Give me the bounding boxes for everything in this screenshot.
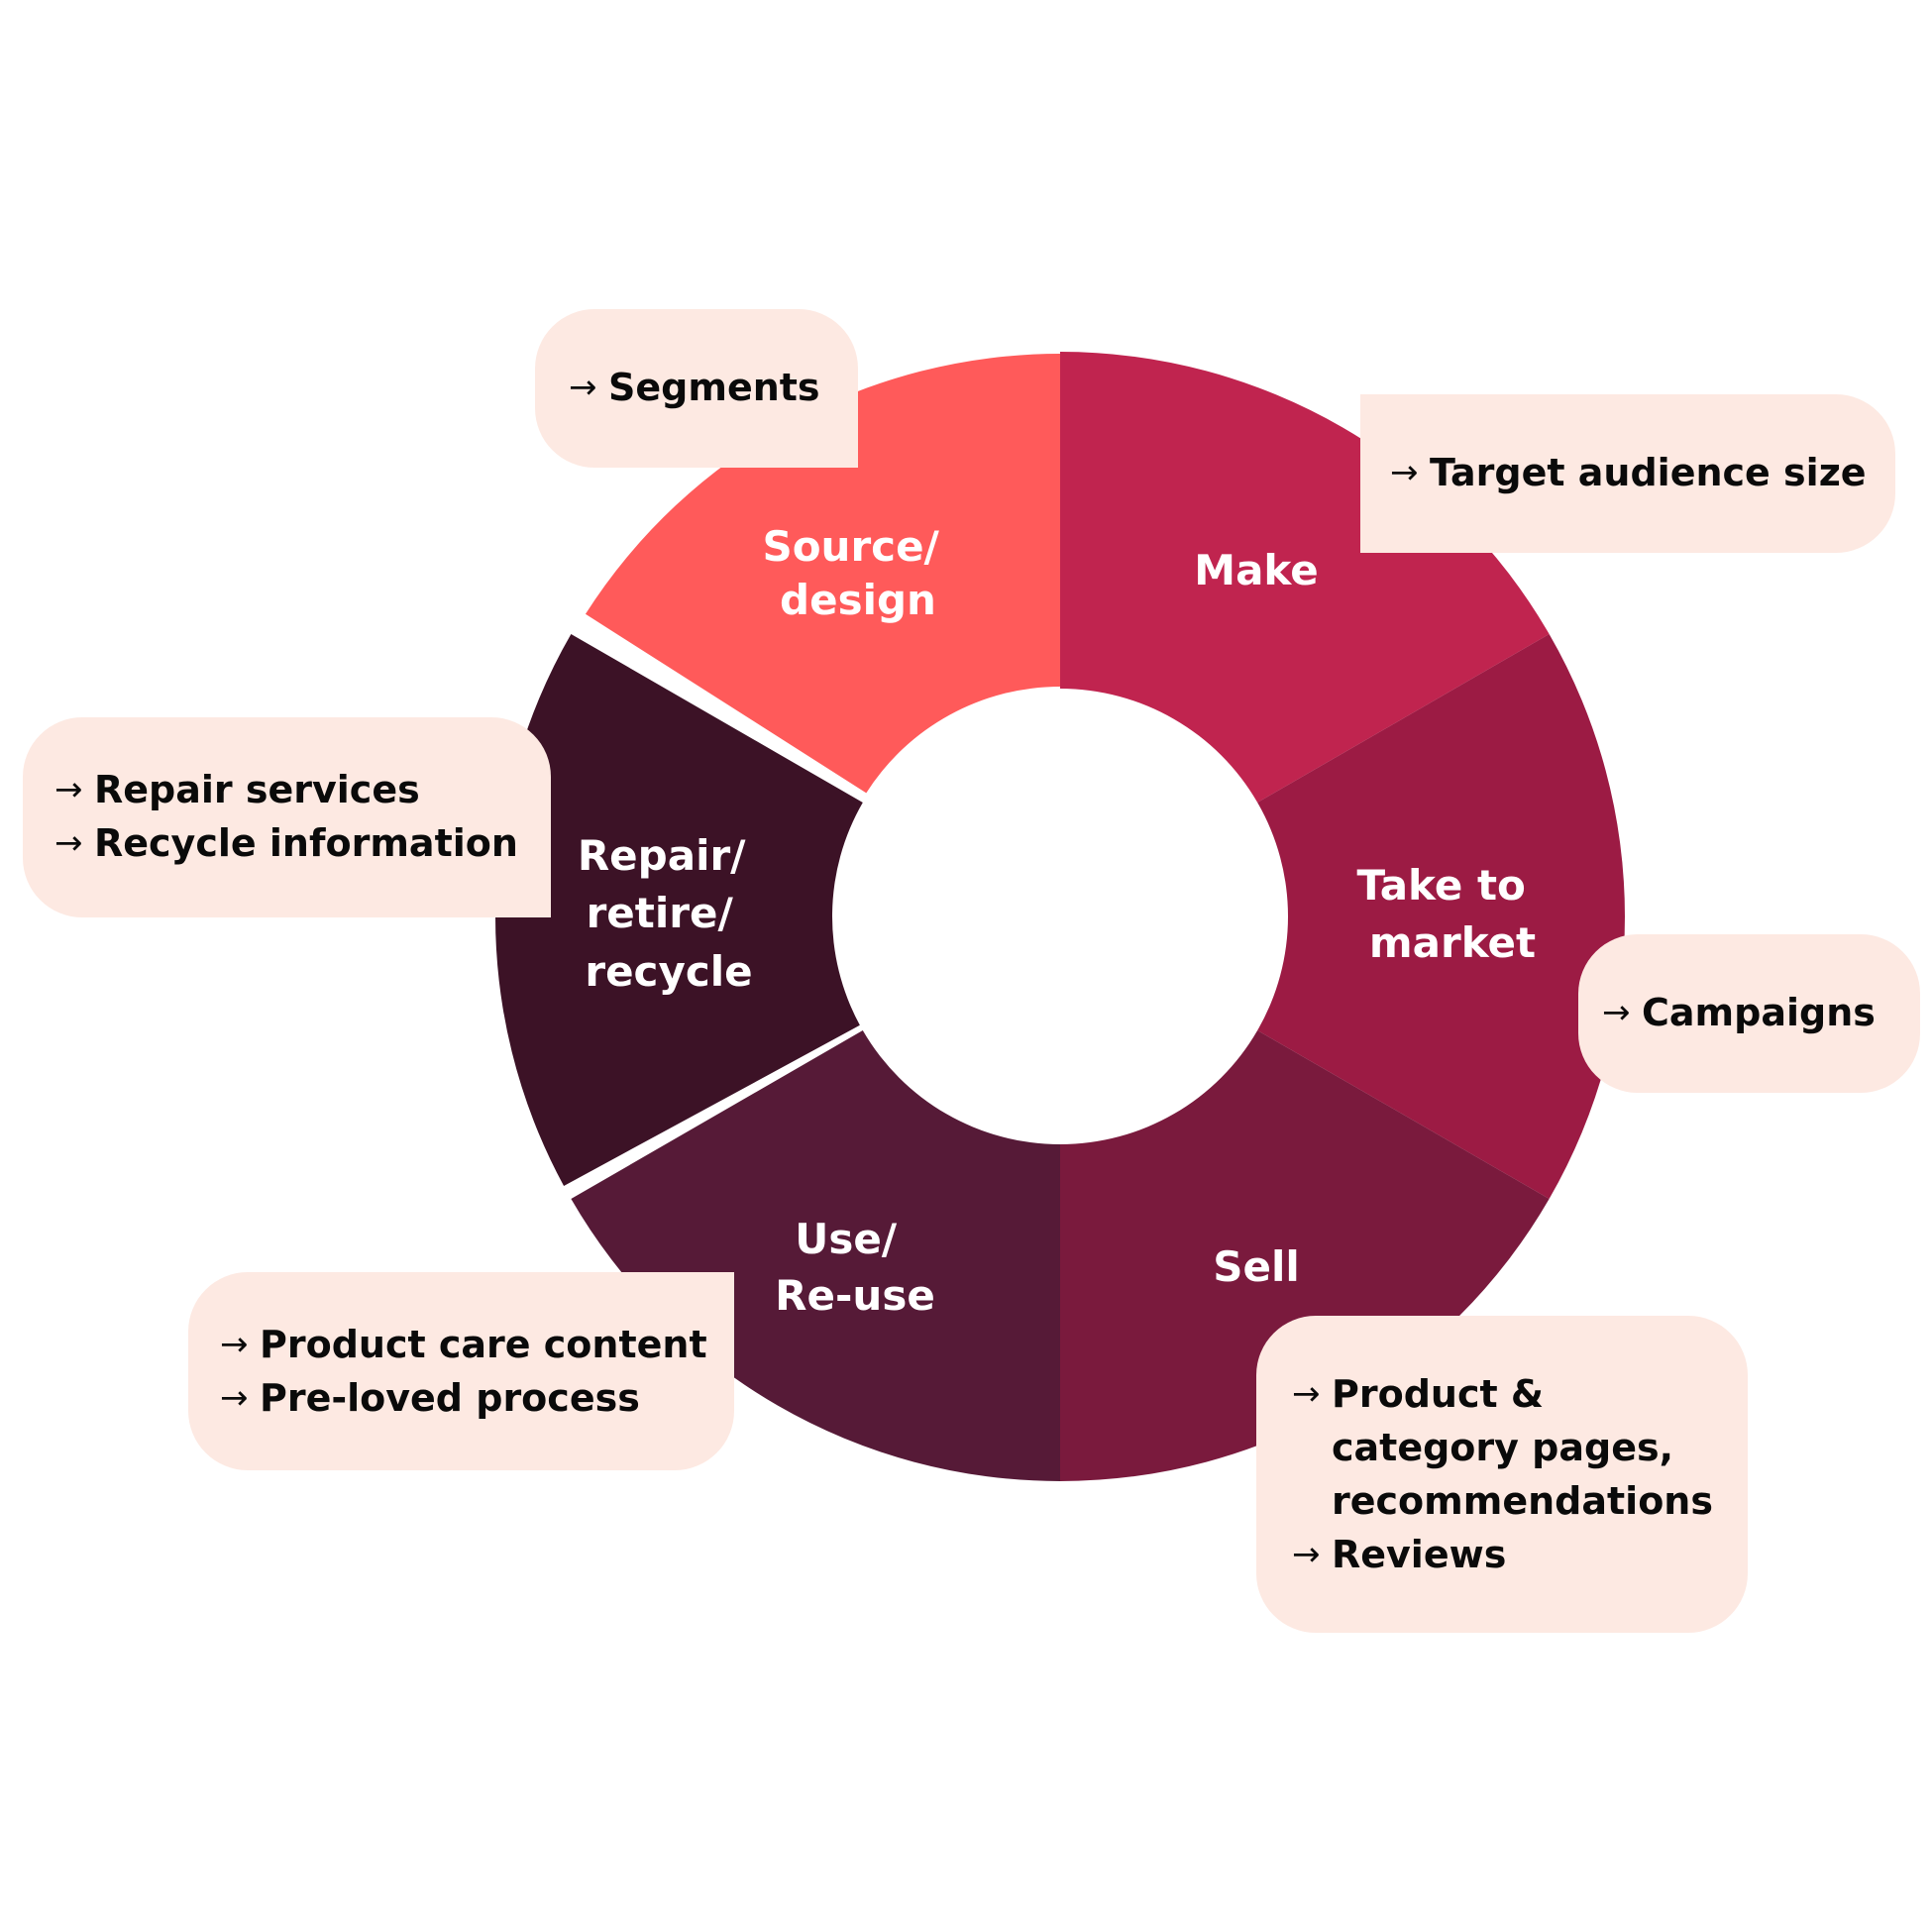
callout-source-design: → Segments <box>535 309 858 468</box>
arrow-right-icon: → <box>220 1325 249 1364</box>
label-use-line-2: Re-use <box>775 1271 935 1320</box>
callout-use-re-use: → Product care content → Pre-loved proce… <box>188 1272 734 1470</box>
label-make: Make <box>1194 546 1318 594</box>
label-source-line-1: Source/ <box>762 522 939 571</box>
callout-item-text: Pre-loved process <box>260 1376 640 1420</box>
arrow-right-icon: → <box>1292 1535 1321 1574</box>
callout-item: → Product care content <box>220 1318 734 1371</box>
callout-take-to-market: → Campaigns <box>1578 934 1920 1093</box>
label-sell: Sell <box>1213 1242 1300 1291</box>
callout-item-text: Target audience size <box>1430 451 1867 494</box>
label-source-design: Source/ design <box>762 522 953 624</box>
label-take-to-market: Take to market <box>1356 861 1540 967</box>
arrow-right-icon: → <box>54 770 83 809</box>
label-source-line-2: design <box>780 576 936 624</box>
label-market-line-1: Take to <box>1356 861 1525 910</box>
label-repair-line-3: recycle <box>585 947 752 996</box>
callout-item-text: Product & category pages, recommendation… <box>1332 1372 1713 1523</box>
callout-item: → Pre-loved process <box>220 1371 734 1425</box>
label-repair-retire-recycle: Repair/ retire/ recycle <box>578 831 760 996</box>
callout-sell: → Product & category pages, recommendati… <box>1256 1316 1748 1633</box>
callout-item: → Reviews <box>1292 1528 1748 1581</box>
callout-item-text: Reviews <box>1332 1533 1507 1576</box>
label-sell-line-1: Sell <box>1213 1242 1300 1291</box>
label-use-re-use: Use/ Re-use <box>775 1215 935 1320</box>
arrow-right-icon: → <box>1602 993 1631 1032</box>
callout-item: → Recycle information <box>54 816 551 870</box>
arrow-right-icon: → <box>569 368 597 407</box>
callout-repair-retire-recycle: → Repair services → Recycle information <box>23 717 551 917</box>
segment-source-design <box>585 354 1060 794</box>
label-market-line-2: market <box>1369 918 1536 967</box>
callout-make: → Target audience size <box>1360 394 1895 553</box>
callout-item: → Campaigns <box>1602 986 1920 1039</box>
segment-use-re-use <box>571 1030 1060 1481</box>
callout-item: → Target audience size <box>1390 446 1895 499</box>
label-repair-line-2: retire/ <box>587 889 734 937</box>
callout-item-text: Campaigns <box>1642 991 1876 1034</box>
arrow-right-icon: → <box>220 1378 249 1418</box>
callout-item: → Segments <box>569 361 858 414</box>
segment-take-to-market <box>1257 634 1625 1199</box>
label-make-line-1: Make <box>1194 546 1318 594</box>
callout-item-text: Repair services <box>94 768 420 811</box>
callout-item-text: Product care content <box>260 1323 707 1366</box>
segment-sell <box>1060 1030 1550 1481</box>
callout-item: → Repair services <box>54 763 551 816</box>
arrow-right-icon: → <box>1390 453 1419 492</box>
label-repair-line-1: Repair/ <box>578 831 746 880</box>
callout-item-text: Recycle information <box>94 821 518 865</box>
callout-item-text: Segments <box>608 366 820 409</box>
arrow-right-icon: → <box>54 823 83 863</box>
segment-make <box>1060 352 1550 803</box>
callout-item: → Product & category pages, recommendati… <box>1292 1367 1713 1528</box>
arrow-right-icon: → <box>1292 1374 1321 1414</box>
label-use-line-1: Use/ <box>795 1215 898 1263</box>
segment-repair-retire-recycle <box>495 634 863 1186</box>
